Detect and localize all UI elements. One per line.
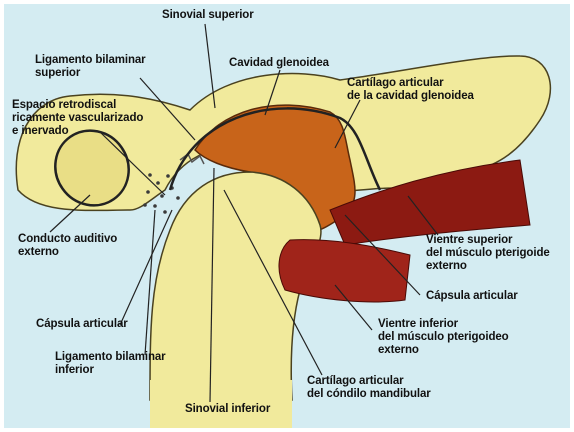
label-sinovial-inferior: Sinovial inferior (185, 403, 270, 416)
label-vientre-inferior: Vientre inferior del músculo pterigoideo… (378, 318, 509, 357)
label-ligamento-bilaminar-superior: Ligamento bilaminar superior (35, 54, 146, 80)
label-capsula-articular-izquierda: Cápsula articular (36, 318, 128, 331)
label-espacio-retrodiscal: Espacio retrodiscal ricamente vasculariz… (12, 99, 143, 138)
label-conducto-auditivo: Conducto auditivo externo (18, 233, 117, 259)
label-vientre-superior: Vientre superior del músculo pterigoide … (426, 234, 550, 273)
label-ligamento-bilaminar-inferior: Ligamento bilaminar inferior (55, 351, 166, 377)
label-cartilago-cavidad: Cartílago articular de la cavidad glenoi… (347, 77, 474, 103)
label-cavidad-glenoidea: Cavidad glenoidea (229, 57, 329, 70)
label-sinovial-superior: Sinovial superior (162, 9, 254, 22)
label-capsula-articular-derecha: Cápsula articular (426, 290, 518, 303)
label-cartilago-condilo: Cartílago articular del cóndilo mandibul… (307, 375, 431, 401)
